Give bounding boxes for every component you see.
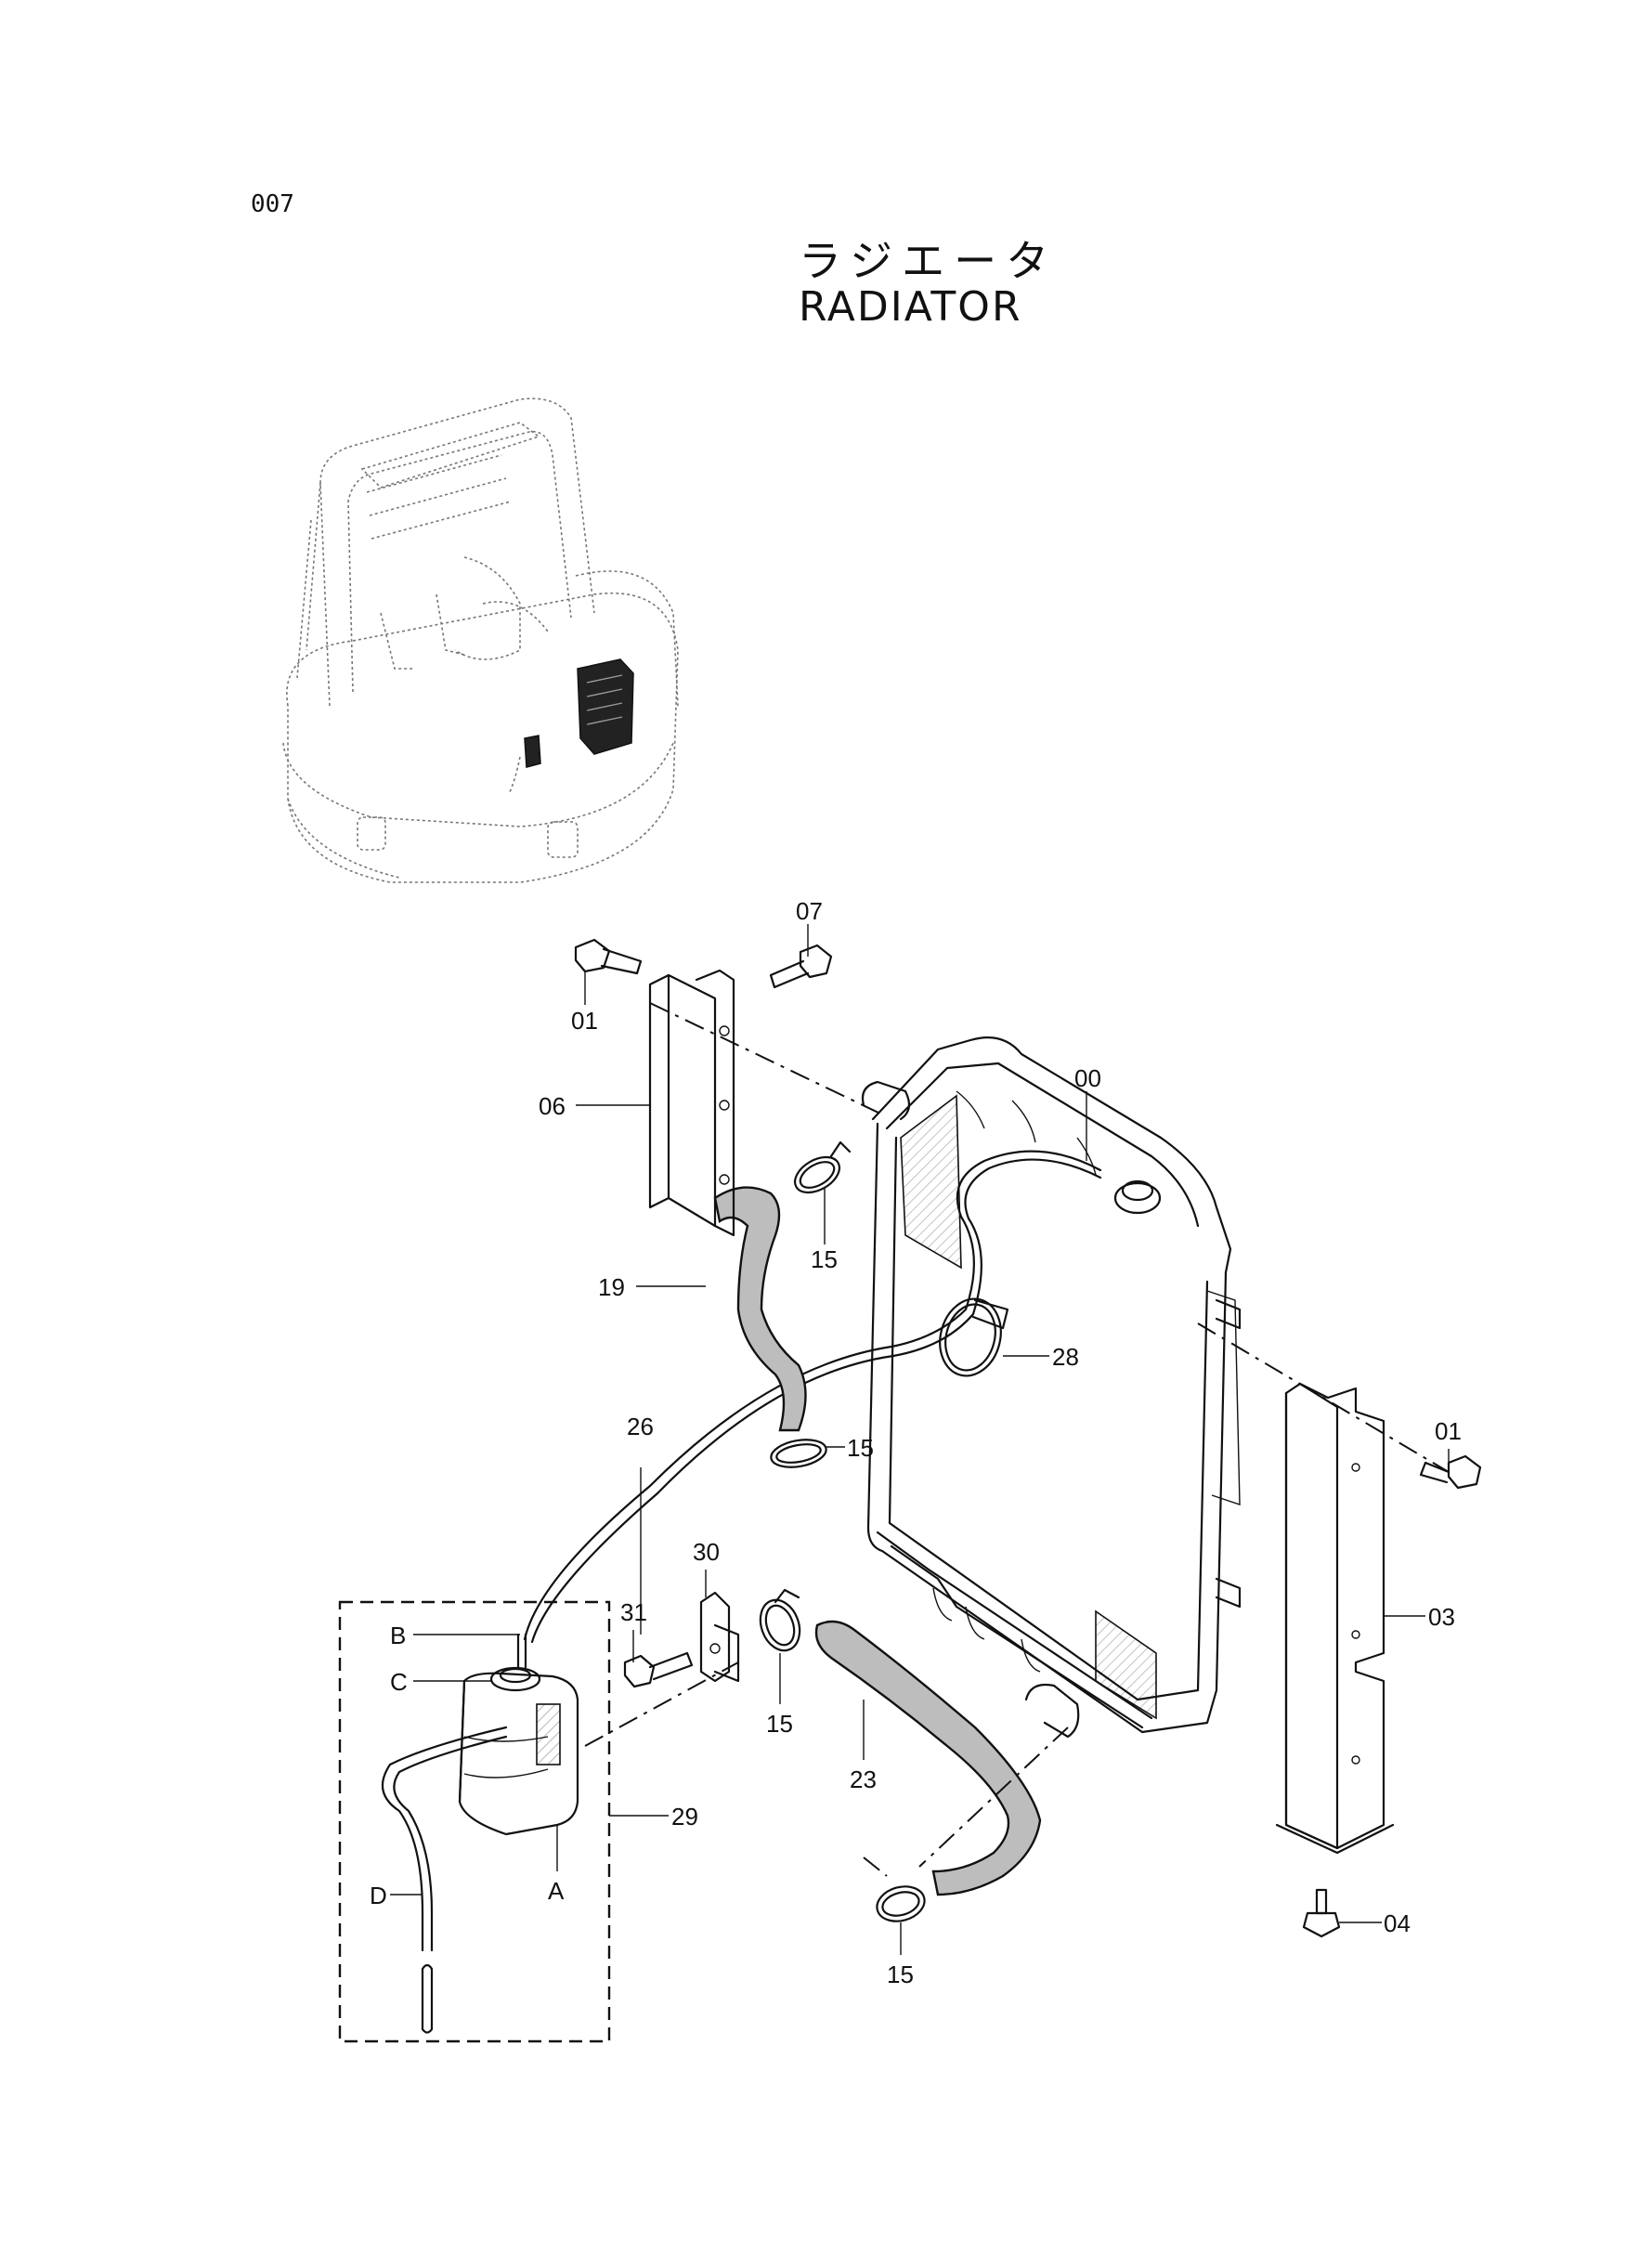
- bolt-04: [1302, 1888, 1341, 1938]
- callout-06: 06: [539, 1092, 566, 1120]
- band-clamp-28: [939, 1297, 1002, 1377]
- hose-clamp-15-bottom: [876, 1885, 926, 1922]
- callout-15-bottom: 15: [887, 1961, 914, 1988]
- callout-15-middle: 15: [847, 1434, 874, 1462]
- callout-B: B: [390, 1622, 406, 1649]
- callout-19: 19: [598, 1273, 625, 1301]
- hose-clamp-15-top: [794, 1140, 852, 1194]
- callout-23: 23: [850, 1765, 877, 1793]
- callout-01-upper: 01: [571, 1007, 598, 1035]
- callout-31: 31: [620, 1598, 647, 1626]
- hose-clamp-15-middle: [770, 1439, 827, 1468]
- bracket-06: [648, 969, 735, 1237]
- callout-30: 30: [693, 1538, 720, 1566]
- callout-00: 00: [1074, 1064, 1101, 1092]
- hose-clamp-15-lower-left: [759, 1588, 801, 1652]
- callout-03: 03: [1428, 1603, 1455, 1631]
- excavator-overview-illustration: [282, 397, 679, 883]
- page-number: 007: [251, 190, 294, 218]
- upper-hose-19: [713, 1186, 807, 1432]
- assembly-line: [649, 1002, 883, 1115]
- callout-C: C: [390, 1668, 408, 1696]
- bolt-31: [623, 1651, 694, 1688]
- stay-03: [1275, 1382, 1395, 1855]
- lower-hose-23: [814, 1620, 1042, 1896]
- callout-26: 26: [627, 1413, 654, 1440]
- callout-D: D: [370, 1882, 387, 1909]
- callout-29: 29: [671, 1803, 698, 1831]
- callout-15-lower-left: 15: [766, 1710, 793, 1738]
- bolt-01-upper: [574, 938, 643, 975]
- bracket-30: [699, 1591, 740, 1683]
- reserve-tank-29: [338, 1600, 611, 2043]
- callout-15-top: 15: [811, 1245, 838, 1273]
- callout-28: 28: [1052, 1343, 1079, 1371]
- callout-07: 07: [796, 897, 823, 925]
- title-english: RADIATOR: [799, 283, 1022, 331]
- callout-01-right: 01: [1435, 1417, 1462, 1445]
- radiator-core: [861, 1036, 1242, 1739]
- callout-A: A: [548, 1877, 565, 1905]
- callout-04: 04: [1384, 1909, 1411, 1937]
- bolt-07: [769, 944, 833, 989]
- bolt-01-right: [1419, 1454, 1482, 1490]
- title-japanese: ラジエータ: [799, 236, 1059, 286]
- overflow-hose-26: [523, 1345, 893, 1641]
